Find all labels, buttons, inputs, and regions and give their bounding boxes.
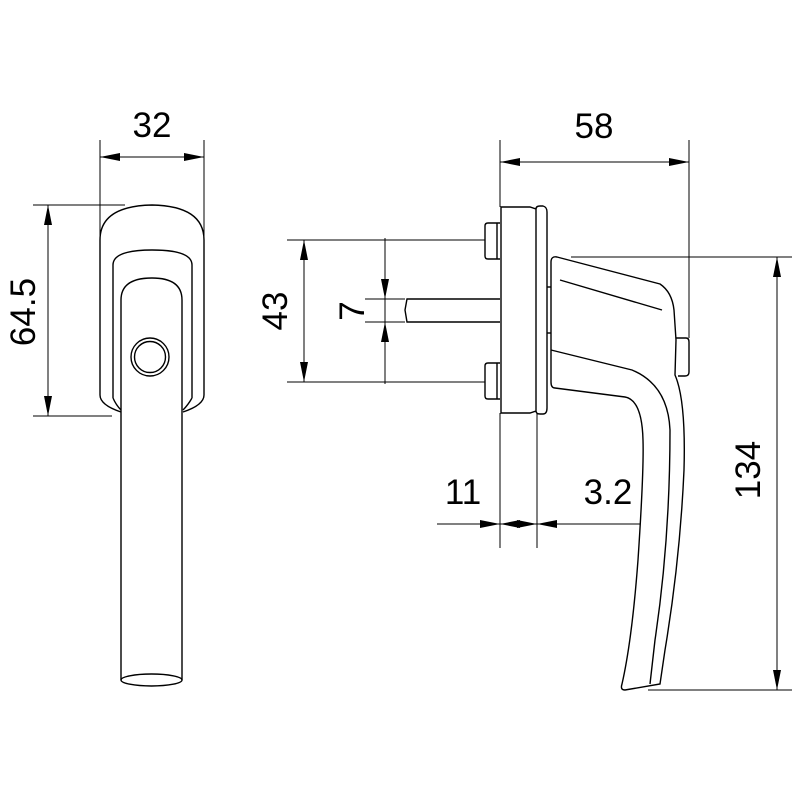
- dim-front-width: 32: [133, 106, 172, 145]
- rose-outline: [99, 204, 205, 413]
- dim-screw-spacing: 43: [256, 292, 295, 331]
- lock-button-outer: [130, 337, 170, 377]
- dim-side-depth: 58: [575, 107, 614, 146]
- dim-spindle-square: 7: [333, 301, 372, 320]
- screw-head-bottom: [484, 362, 500, 400]
- dim-offset: 3.2: [584, 473, 633, 512]
- handle-ridge: [559, 279, 663, 311]
- dim-front-height: 64.5: [4, 278, 43, 346]
- dim-total-height: 134: [729, 441, 768, 499]
- base-plate: [500, 206, 537, 414]
- lock-button-inner: [133, 340, 167, 374]
- spindle: [404, 298, 500, 323]
- handle-tab: [676, 337, 690, 377]
- side-view: 58 43 7 11 3.2 134: [256, 107, 792, 691]
- base-flange: [535, 205, 548, 415]
- front-view: 32 64.5: [4, 106, 205, 687]
- screw-head-top: [484, 222, 500, 260]
- handle-outline: [550, 256, 685, 691]
- handle-inner-curve: [550, 349, 671, 685]
- rose-inner-outline: [112, 249, 193, 411]
- dim-base-thickness: 11: [445, 473, 481, 512]
- grip-end: [120, 673, 183, 687]
- handle-grip-front: [120, 277, 183, 680]
